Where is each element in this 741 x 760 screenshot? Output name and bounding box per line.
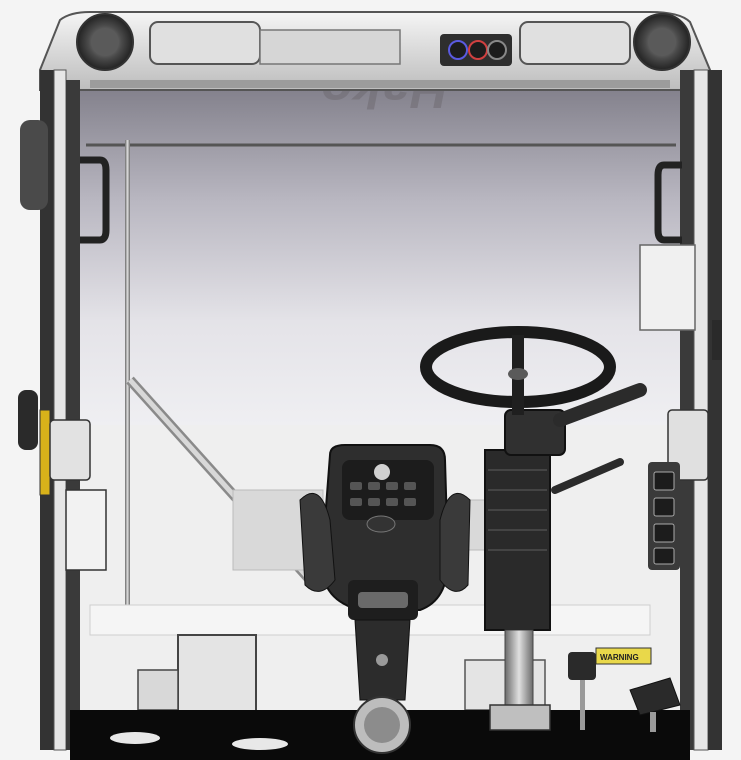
door-latch — [39, 409, 107, 571]
pedal-icon — [568, 652, 681, 732]
right-pillar — [639, 69, 722, 751]
left-grab-handle-icon — [80, 156, 110, 244]
right-grab-handle-icon — [654, 161, 682, 244]
right-speaker — [633, 13, 691, 71]
steering-column — [484, 383, 647, 731]
warning-sticker: WARNING — [595, 647, 652, 665]
roof-panel — [39, 11, 711, 91]
left-speaker — [76, 13, 134, 71]
seat-icon — [299, 444, 471, 754]
steering-wheel-icon — [420, 326, 616, 415]
switch-panel-icon — [440, 34, 512, 66]
left-pillar — [18, 69, 80, 751]
svg-text:WARNING: WARNING — [600, 653, 639, 662]
windshield — [80, 80, 680, 425]
rocker-switch-panel — [648, 462, 680, 570]
